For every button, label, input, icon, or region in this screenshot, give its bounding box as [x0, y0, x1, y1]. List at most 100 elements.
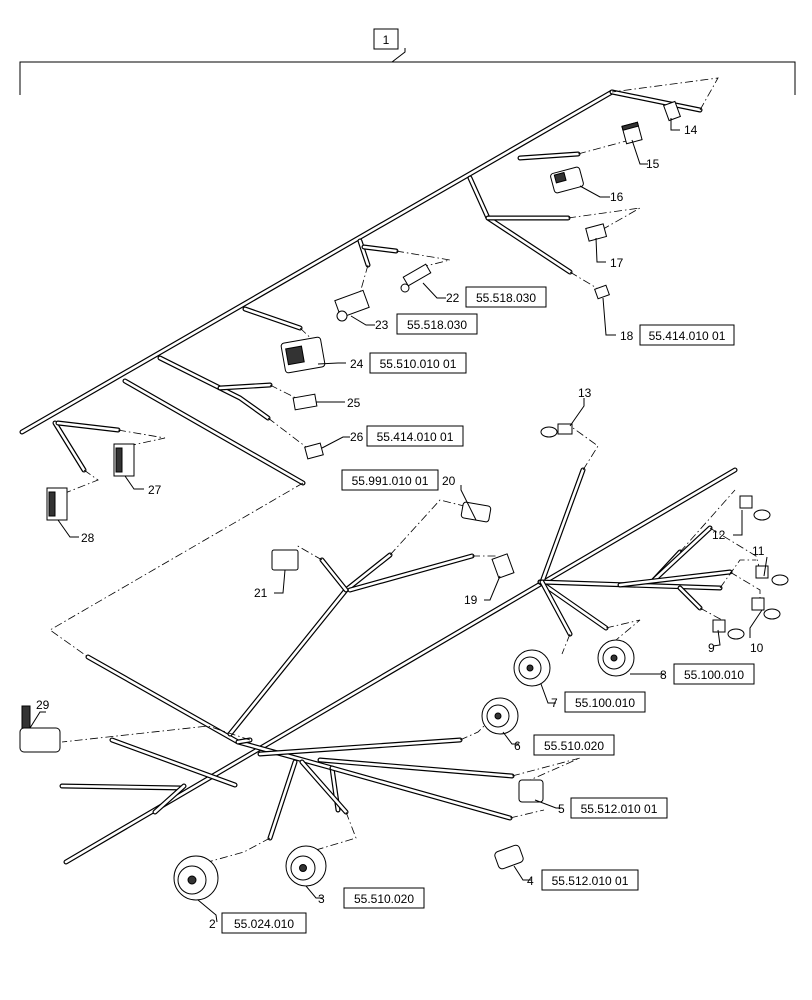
connector-24-part: [280, 336, 326, 374]
sensor-23-part: [334, 289, 370, 322]
callout-number: 26: [350, 430, 364, 444]
round-connector-8-part: [597, 639, 635, 677]
callout-number: 19: [464, 593, 478, 607]
terminal-26-part: [304, 442, 324, 460]
ring-terminal-13-part: [540, 423, 573, 438]
callout-22: 22 55.518.030: [446, 286, 547, 308]
reference-code: 55.414.010 01: [377, 430, 454, 444]
connector-parts: [19, 100, 789, 901]
callout-number: 7: [551, 696, 558, 710]
callout-number: 15: [646, 157, 660, 171]
connector-25-part: [292, 393, 318, 411]
connector-29-part: [19, 705, 61, 753]
callout-11: 11: [752, 544, 765, 558]
ref-box: [396, 313, 478, 335]
sensor-22-part: [400, 263, 432, 293]
callout-14: 14: [684, 123, 698, 137]
connector-20-part: [460, 501, 492, 523]
callout-7: 7 55.100.010: [551, 691, 646, 713]
callout-28: 28: [81, 531, 95, 545]
upper-harness: [19, 89, 703, 486]
reference-code: 55.100.010: [575, 696, 635, 710]
ref-box: [541, 869, 639, 891]
ref-box: [369, 352, 467, 374]
terminal-18-part: [594, 284, 610, 300]
ref-box: [343, 887, 425, 909]
callout-number: 12: [712, 528, 726, 542]
callout-8: 8 55.100.010: [660, 663, 755, 685]
callout-number: 22: [446, 291, 460, 305]
reference-code: 55.100.010: [684, 668, 744, 682]
ring-terminal-12-part: [739, 495, 771, 521]
lower-harness: [59, 467, 738, 865]
callout-25: 25: [347, 396, 361, 410]
connector-19-part: [491, 553, 515, 579]
assembly-bracket: 1: [19, 28, 796, 95]
callout-number: 13: [578, 386, 592, 400]
reference-code: 55.024.010: [234, 917, 294, 931]
callout-18: 18 55.414.010 01: [620, 324, 735, 346]
ref-box: [465, 286, 547, 308]
leader-lines: [29, 118, 768, 923]
callout-9: 9: [708, 641, 715, 655]
callout-number: 18: [620, 329, 634, 343]
callout-2: 2 55.024.010: [209, 912, 307, 934]
callout-number: 21: [254, 586, 268, 600]
callout-number: 28: [81, 531, 95, 545]
ref-box: [570, 797, 668, 819]
callout-10: 10: [750, 641, 764, 655]
round-connector-3-part: [285, 845, 327, 887]
callout-17: 17: [610, 256, 624, 270]
reference-code: 55.510.020: [544, 739, 604, 753]
callout-number: 27: [148, 483, 162, 497]
callout-number: 11: [752, 544, 765, 558]
connector-27-part: [113, 443, 135, 477]
callout-15: 15: [646, 157, 660, 171]
connector-17-part: [585, 223, 608, 242]
reference-code: 55.414.010 01: [649, 329, 726, 343]
callout-12: 12: [712, 528, 726, 542]
reference-code: 55.510.020: [354, 892, 414, 906]
ref-box: [673, 663, 755, 685]
reference-code: 55.512.010 01: [581, 802, 658, 816]
ref-box: [639, 324, 735, 346]
round-connector-6-part: [481, 697, 519, 735]
callout-number: 14: [684, 123, 698, 137]
ref-box: [564, 691, 646, 713]
connector-5-part: [518, 779, 544, 803]
callout-number: 10: [750, 641, 764, 655]
ref-box: [366, 425, 464, 447]
reference-code: 55.512.010 01: [552, 874, 629, 888]
reference-code: 55.991.010 01: [352, 474, 429, 488]
callout-number: 3: [318, 892, 325, 906]
connector-16-part: [550, 166, 584, 194]
connector-4-part: [494, 844, 524, 870]
callout-number: 24: [350, 357, 364, 371]
connector-28-part: [46, 487, 68, 521]
callout-number: 25: [347, 396, 361, 410]
callout-13: 13: [578, 386, 592, 400]
callout-number: 2: [209, 917, 216, 931]
ring-terminal-10-part: [751, 597, 781, 620]
ring-terminal-9-part: [712, 619, 745, 640]
ring-terminal-11-part: [755, 565, 789, 586]
callout-21: 21: [254, 586, 268, 600]
connector-15-part: [621, 121, 643, 145]
callout-number: 17: [610, 256, 624, 270]
reference-code: 55.510.010 01: [380, 357, 457, 371]
callout-number: 8: [660, 668, 667, 682]
callout-number: 23: [375, 318, 389, 332]
callout-number: 29: [36, 698, 50, 712]
callout-16: 16: [610, 190, 624, 204]
callout-29: 29: [36, 698, 50, 712]
ref-box: [221, 912, 307, 934]
ref-box: [341, 469, 439, 491]
reference-code: 55.518.030: [476, 291, 536, 305]
callout-number: 6: [514, 739, 521, 753]
callout-19: 19: [464, 593, 478, 607]
